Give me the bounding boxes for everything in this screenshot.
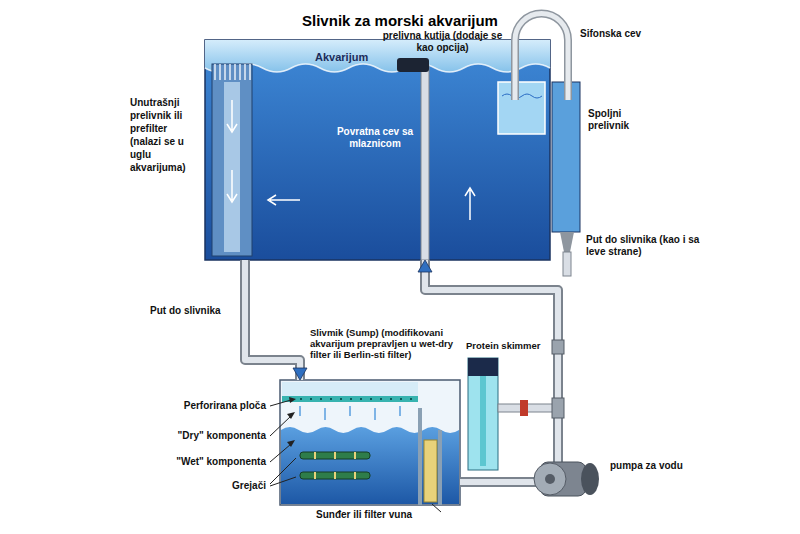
callout-label: Sunđer ili filter vuna xyxy=(316,509,440,521)
protein-skimmer-part xyxy=(480,376,486,466)
water-pump xyxy=(534,462,599,496)
tank-title: Akvarijum xyxy=(315,51,405,64)
sump-tank-part xyxy=(438,430,442,505)
sump-tank-part xyxy=(281,427,459,504)
arrow-head xyxy=(293,368,307,380)
leader-lines-part xyxy=(289,397,296,403)
protein-skimmer-part xyxy=(468,358,498,376)
sump-tank-part xyxy=(280,380,460,505)
sump-node: Slivmik (Sump) (modifikovani akvarijum p… xyxy=(280,380,460,505)
leader-lines-part xyxy=(287,412,295,419)
aquarium-tank-part xyxy=(205,40,550,260)
heater-symbol xyxy=(300,452,370,479)
sump-tank-part xyxy=(282,396,418,402)
pipe-label: Povratna cev sa mlaznicom xyxy=(331,126,419,150)
callout-label: pumpa za vodu xyxy=(610,460,710,472)
external-overflow xyxy=(552,82,580,276)
leader-lines-part xyxy=(270,400,291,406)
diagram-title: Slivnik za morski akvarijum xyxy=(250,12,550,30)
callout-label: "Dry" komponenta xyxy=(140,430,266,442)
pipe-body xyxy=(245,260,300,380)
callout-label: prelivna kutija (dodaje se kao opcija) xyxy=(375,30,510,54)
return-pipe-inner-part xyxy=(421,66,429,260)
overflow-box-part xyxy=(498,82,545,134)
callout-label: Sifonska cev xyxy=(580,28,680,40)
callout-label: Put do slivnika (kao i sa leve strane) xyxy=(586,234,716,258)
internal-overflow-part xyxy=(227,100,237,132)
sump-tank-part xyxy=(282,382,418,398)
internal-overflow-part xyxy=(227,170,237,202)
pipe-outline xyxy=(245,260,300,380)
return-pipe-inner xyxy=(397,58,429,260)
water-pump-part xyxy=(534,463,566,495)
external-overflow-part xyxy=(552,82,580,232)
protein-skimmer-part xyxy=(468,358,498,470)
overflow-box xyxy=(498,82,545,134)
protein-skimmer xyxy=(468,358,498,470)
pipe-outline xyxy=(425,260,558,482)
siphon-tube xyxy=(515,14,568,101)
skimmer-pipe xyxy=(498,340,564,418)
leader-lines-part xyxy=(432,504,441,512)
leader-lines-part xyxy=(287,440,295,447)
flow-arrows-part xyxy=(268,195,300,205)
external-overflow-part xyxy=(563,252,571,276)
sump-tank-part xyxy=(290,398,412,400)
internal-overflow-part xyxy=(224,82,240,252)
callout-label: Grejači xyxy=(140,480,266,492)
pipe-connector xyxy=(245,260,307,380)
internal-overflow-part xyxy=(215,64,250,80)
skimmer-pipe-part xyxy=(552,340,564,354)
callout-label: Protein skimmer xyxy=(466,340,552,351)
flow-arrows-part xyxy=(465,188,475,220)
water-pump-part xyxy=(545,474,555,484)
pipe-body xyxy=(425,260,558,482)
return-pipe-inner-part xyxy=(397,58,429,72)
arrow-head xyxy=(418,260,432,272)
aquarium-tank-node: AkvarijumPovratna cev sa mlaznicom xyxy=(205,40,550,260)
siphon-tube-part xyxy=(515,14,568,101)
callout-label: Spoljni prelivnik xyxy=(588,108,654,132)
aquarium-tank xyxy=(205,40,550,260)
internal-overflow-part xyxy=(212,64,252,256)
overflow-box-part xyxy=(502,94,542,98)
sump-tank xyxy=(280,380,460,505)
leader-lines xyxy=(270,397,441,512)
external-overflow-part xyxy=(560,232,574,252)
sump-tank-part xyxy=(418,408,422,505)
sump-title: Slivmik (Sump) (modifikovani akvarijum p… xyxy=(310,327,460,360)
pipe-connector xyxy=(418,260,558,482)
skimmer-pipe-part xyxy=(520,400,528,416)
internal-overflow xyxy=(212,64,252,256)
skimmer-pipe-part xyxy=(552,398,564,418)
aquarium-tank-part xyxy=(205,40,550,72)
leader-lines-part xyxy=(270,458,296,484)
leader-lines-part xyxy=(270,416,291,436)
water-pump-part xyxy=(581,463,599,495)
heater-symbol-part xyxy=(315,452,355,479)
callout-label: "Wet" komponenta xyxy=(140,456,266,468)
flow-arrows xyxy=(268,188,475,220)
aquarium-tank-part xyxy=(205,64,550,72)
pipe-label: Put do slivnika xyxy=(150,305,236,317)
callout-label: Perforirana ploča xyxy=(140,400,266,412)
callout-label: Unutrašnji prelivnik ili prefilter (nala… xyxy=(130,96,196,174)
sump-tank-part xyxy=(424,440,437,502)
sump-tank-part xyxy=(300,406,400,420)
leader-lines-part xyxy=(270,477,296,486)
siphon-tube-part xyxy=(515,14,568,101)
leader-lines-part xyxy=(270,444,291,462)
